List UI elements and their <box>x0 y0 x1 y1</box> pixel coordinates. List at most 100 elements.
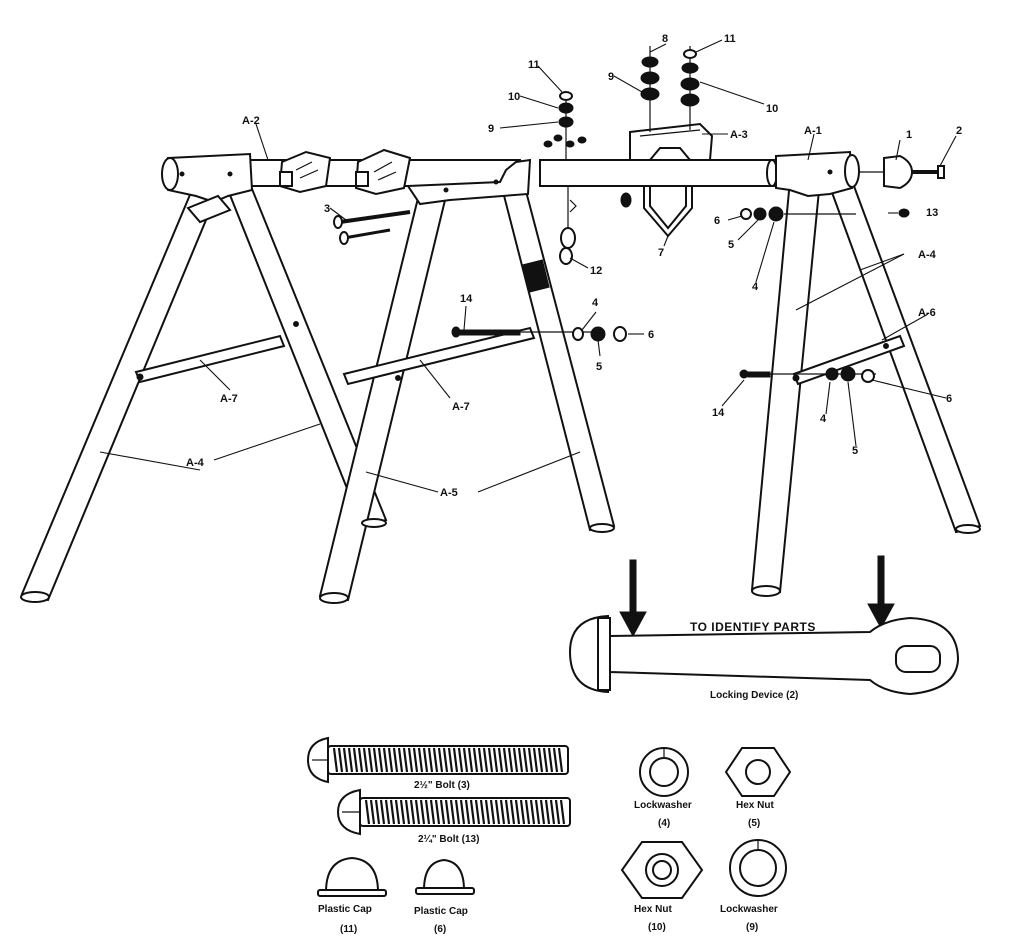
label-8: 8 <box>662 33 668 45</box>
lockwasher-4-number: (4) <box>658 818 670 829</box>
thread-mark <box>392 747 399 773</box>
brace-bolt <box>883 343 889 349</box>
label-a1: A-1 <box>804 125 822 137</box>
lockwasher-9-number: (9) <box>746 922 758 933</box>
thread-mark <box>439 799 446 825</box>
thread-mark <box>469 799 476 825</box>
thread-mark <box>477 747 484 773</box>
hardware-stack-left <box>543 91 587 160</box>
thread-mark <box>472 747 479 773</box>
thread-mark <box>342 747 349 773</box>
leg-end <box>955 524 981 534</box>
thread-mark <box>382 747 389 773</box>
thread-mark <box>332 747 339 773</box>
thread-mark <box>479 799 486 825</box>
hex-nut-5-label: Hex Nut <box>736 800 774 811</box>
thread-mark <box>519 799 526 825</box>
end-cap-1 <box>883 154 914 190</box>
label-a2: A-2 <box>242 115 260 127</box>
swing-hanger-2 <box>354 148 412 196</box>
thread-mark <box>407 747 414 773</box>
plastic-cap-6-number: (6) <box>434 924 446 935</box>
thread-mark <box>434 799 441 825</box>
thread-mark <box>464 799 471 825</box>
hex-nut-10-label: Hex Nut <box>634 904 672 915</box>
brace-bolt <box>136 373 144 381</box>
thread-mark <box>457 747 464 773</box>
bolt-3 <box>333 210 411 245</box>
thread-mark <box>389 799 396 825</box>
label-9-left: 9 <box>488 123 494 135</box>
leg-end <box>20 591 50 603</box>
thread-mark <box>529 799 536 825</box>
thread-mark <box>437 747 444 773</box>
thread-mark <box>534 799 541 825</box>
thread-mark <box>374 799 381 825</box>
label-6-mid: 6 <box>648 329 654 341</box>
label-4-right-upper: 4 <box>752 281 759 293</box>
thread-mark <box>482 747 489 773</box>
label-5-mid: 5 <box>596 361 602 373</box>
leg-mid-front <box>318 188 448 602</box>
plastic-cap-6-label: Plastic Cap <box>414 906 468 917</box>
u-bolt-7 <box>643 185 693 238</box>
thread-mark <box>384 799 391 825</box>
thread-mark <box>499 799 506 825</box>
thread-mark <box>537 747 544 773</box>
thread-mark <box>462 747 469 773</box>
plastic-cap-11-illustration <box>317 856 387 897</box>
label-a7-left: A-7 <box>220 393 238 405</box>
arrow-down-icon <box>867 555 895 630</box>
brace-a7-left <box>134 334 286 384</box>
brace-bolt <box>293 321 299 327</box>
label-3: 3 <box>324 203 330 215</box>
leg-end <box>751 585 781 597</box>
label-13: 13 <box>926 207 938 219</box>
label-a7-mid: A-7 <box>452 401 470 413</box>
thread-mark <box>454 799 461 825</box>
label-4-mid: 4 <box>592 297 599 309</box>
thread-mark <box>409 799 416 825</box>
thread-mark <box>459 799 466 825</box>
brace-a7-mid <box>342 326 536 386</box>
t-connector-right <box>775 150 860 198</box>
label-4-right-lower: 4 <box>820 413 827 425</box>
label-9-right: 9 <box>608 71 614 83</box>
hex-nut-10-number: (10) <box>648 922 666 933</box>
leader-lines <box>99 39 957 493</box>
thread-mark <box>394 799 401 825</box>
label-11-left: 11 <box>528 59 540 71</box>
thread-mark <box>522 747 529 773</box>
glider-bracket-a3 <box>629 122 714 161</box>
locking-device-label: Locking Device (2) <box>710 690 798 701</box>
label-11-right: 11 <box>724 33 736 45</box>
hardware-row-right-upper <box>740 206 856 222</box>
lockwasher-9-label: Lockwasher <box>720 904 778 915</box>
thread-mark <box>492 747 499 773</box>
thread-mark <box>447 747 454 773</box>
thread-mark <box>417 747 424 773</box>
thread-mark <box>474 799 481 825</box>
thread-mark <box>559 799 566 825</box>
thread-mark <box>377 747 384 773</box>
thread-mark <box>362 747 369 773</box>
t-connector-left <box>161 152 254 204</box>
thread-mark <box>429 799 436 825</box>
leg-end <box>589 523 615 533</box>
thread-mark <box>504 799 511 825</box>
thread-mark <box>489 799 496 825</box>
leg-end <box>319 592 349 604</box>
thread-mark <box>412 747 419 773</box>
hardware-row-mid <box>451 326 627 342</box>
lockwasher-9-illustration <box>729 839 787 897</box>
label-a3: A-3 <box>730 129 748 141</box>
leg-collar <box>186 194 232 224</box>
label-a6: A-6 <box>918 307 936 319</box>
thread-mark <box>494 799 501 825</box>
thread-mark <box>414 799 421 825</box>
thread-mark <box>399 799 406 825</box>
thread-mark <box>432 747 439 773</box>
thread-mark <box>452 747 459 773</box>
thread-mark <box>367 747 374 773</box>
